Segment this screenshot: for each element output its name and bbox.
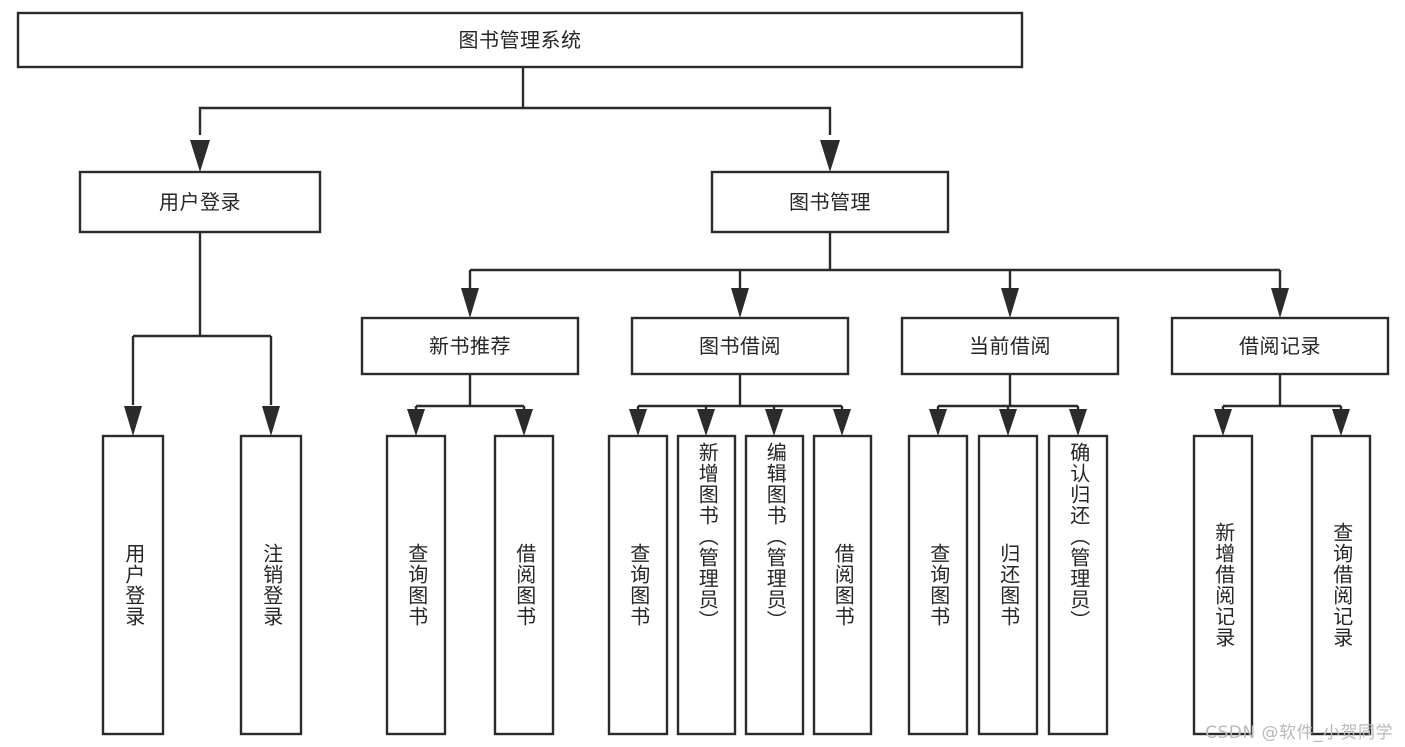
node-borrow-record[interactable]: [1170, 316, 1390, 376]
leaf-box-bb-2[interactable]: [676, 434, 737, 736]
leaf-box-cb-3[interactable]: [1047, 434, 1109, 736]
edge-user-login-bus: [131, 334, 273, 405]
edge-root-to-level2-stem: [198, 106, 832, 135]
arrowhead-to-book-borrow: [731, 288, 749, 318]
edge-book-management-bus: [468, 268, 1282, 288]
leaf-box-user-login-1[interactable]: [101, 434, 165, 736]
arrowhead-cb-leaf-2: [999, 409, 1017, 436]
arrowhead-bb-leaf-4: [833, 409, 851, 436]
arrowhead-user-login-leaf-1: [124, 406, 142, 436]
leaf-box-cb-2[interactable]: [977, 434, 1039, 736]
node-current-borrow[interactable]: [900, 316, 1120, 376]
edge-book-borrow-bus: [636, 404, 844, 414]
arrowhead-to-current-borrow: [1001, 288, 1019, 318]
arrowhead-user-login-leaf-2: [262, 406, 280, 436]
node-new-book-recommend[interactable]: [360, 316, 580, 376]
leaf-box-bb-4[interactable]: [812, 434, 873, 736]
arrowhead-to-new-book-recommend: [461, 288, 479, 318]
arrowhead-nbr-leaf-1: [407, 409, 425, 436]
node-root-book-management-system[interactable]: [16, 11, 1024, 69]
arrowhead-to-user-login: [190, 140, 210, 172]
arrowhead-br-leaf-1: [1214, 409, 1232, 436]
leaf-box-nbr-1[interactable]: [385, 434, 447, 736]
node-book-borrow[interactable]: [630, 316, 850, 376]
arrowhead-to-borrow-record: [1271, 288, 1289, 318]
leaf-box-nbr-2[interactable]: [493, 434, 555, 736]
edge-new-book-recommend-bus: [414, 404, 526, 414]
arrowhead-to-book-management: [820, 140, 840, 172]
edge-borrow-record-bus: [1221, 404, 1343, 414]
arrowhead-cb-leaf-1: [929, 409, 947, 436]
arrowhead-br-leaf-2: [1332, 409, 1350, 436]
arrowhead-bb-leaf-2: [697, 409, 715, 436]
node-book-management[interactable]: [710, 170, 950, 234]
leaf-box-user-login-2[interactable]: [239, 434, 303, 736]
arrowhead-bb-leaf-1: [629, 409, 647, 436]
leaf-box-br-1[interactable]: [1192, 434, 1254, 736]
leaf-box-cb-1[interactable]: [907, 434, 969, 736]
node-user-login[interactable]: [78, 170, 322, 234]
leaf-box-br-2[interactable]: [1310, 434, 1372, 736]
leaf-box-bb-1[interactable]: [607, 434, 669, 736]
arrowhead-nbr-leaf-2: [515, 409, 533, 436]
arrowhead-bb-leaf-3: [765, 409, 783, 436]
leaf-box-bb-3[interactable]: [744, 434, 805, 736]
arrowhead-cb-leaf-3: [1069, 409, 1087, 436]
